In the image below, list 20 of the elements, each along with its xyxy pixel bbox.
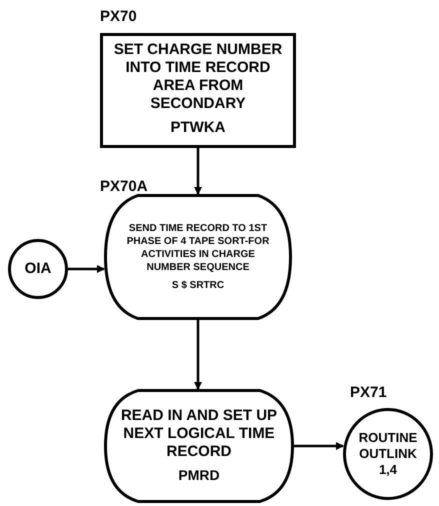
step-id-label: PX70 xyxy=(100,7,137,27)
step-text: ROUTINE OUTLINK 1,4 xyxy=(358,430,418,478)
step-text: READ IN AND SET UP NEXT LOGICAL TIME RECORD xyxy=(120,406,278,460)
routine-code: PMRD xyxy=(178,466,220,484)
rounded-process-box xyxy=(104,389,294,503)
connector-circle xyxy=(8,239,68,299)
routine-code: PTWKA xyxy=(170,118,226,138)
step-id-label: PX70A xyxy=(100,177,148,197)
arrow xyxy=(194,320,202,390)
step-text: OIA xyxy=(24,258,52,279)
arrow xyxy=(194,148,202,195)
connector-circle xyxy=(343,408,433,500)
process-box xyxy=(100,33,296,148)
arrow xyxy=(68,265,105,273)
rounded-process-box xyxy=(104,194,292,320)
step-text: SEND TIME RECORD TO 1ST PHASE OF 4 TAPE SORT-FOR ACTIVITIES IN CHARGE NUMBER SEQUENCE xyxy=(126,222,270,274)
arrow xyxy=(294,442,344,450)
step-text: SET CHARGE NUMBER INTO TIME RECORD AREA FROM SECONDARY xyxy=(112,41,284,114)
step-id-label: PX71 xyxy=(350,383,387,403)
routine-code: S $ SRTRC xyxy=(172,278,224,292)
